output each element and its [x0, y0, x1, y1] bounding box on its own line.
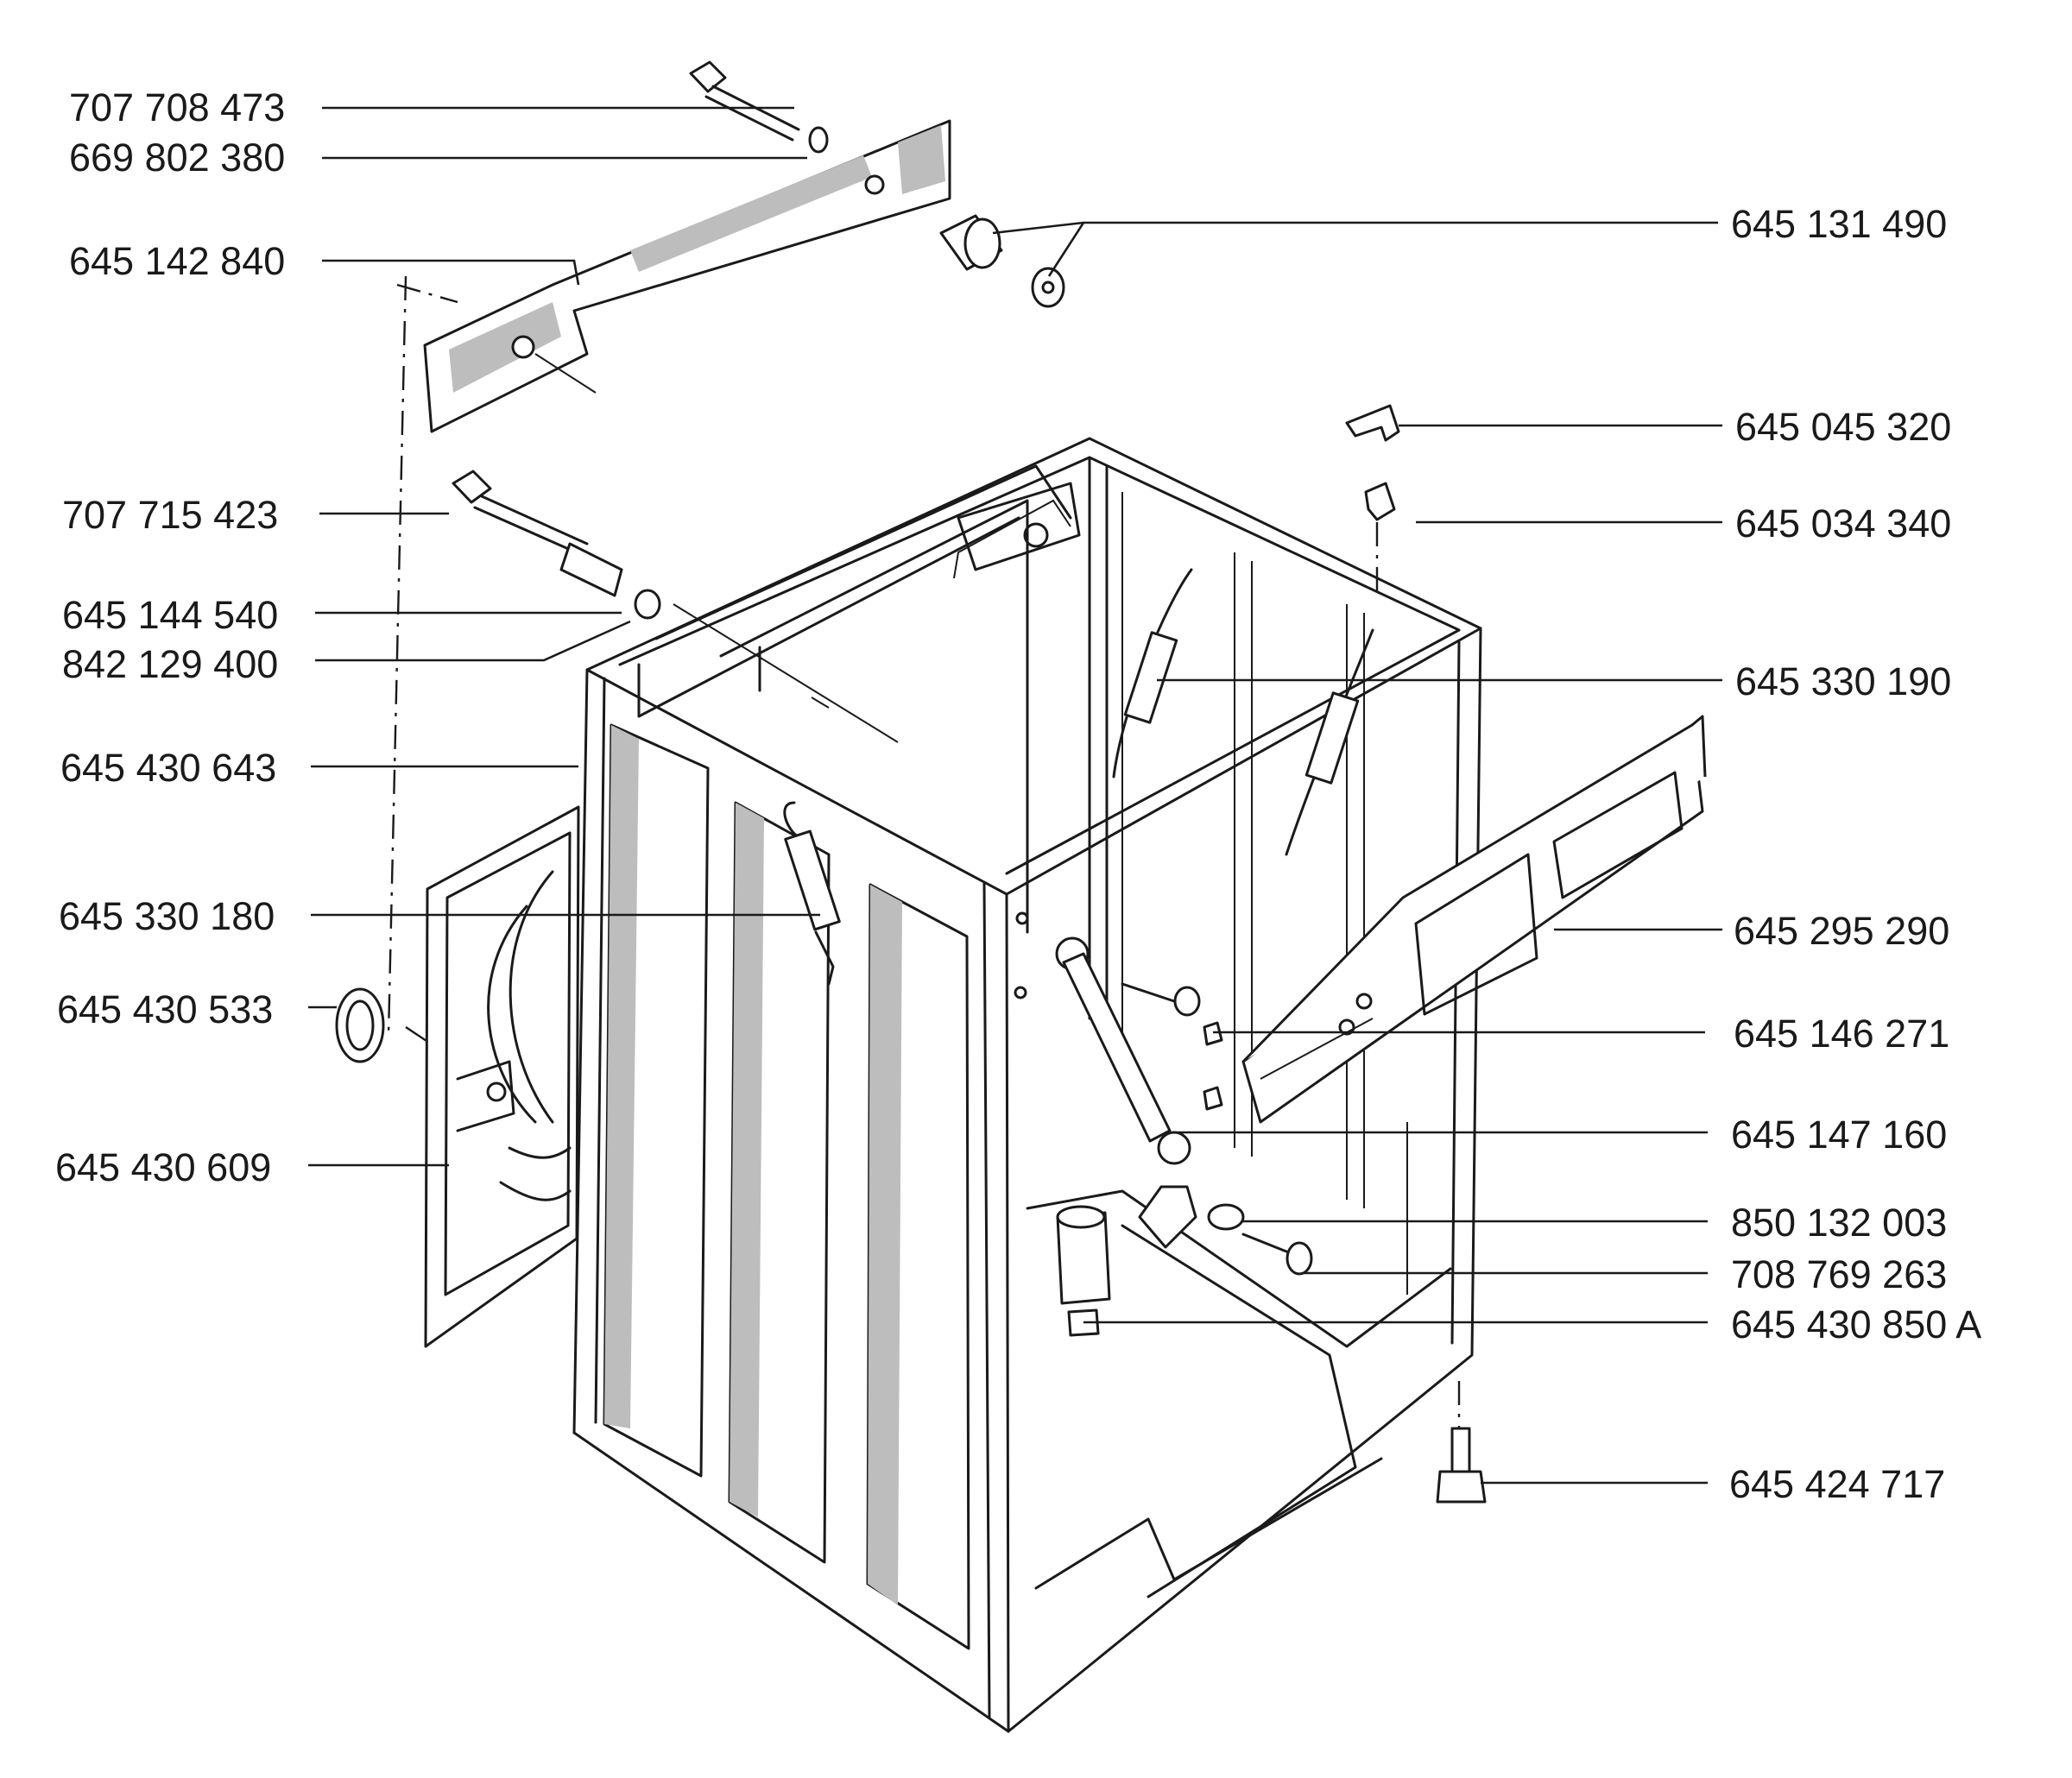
shock-absorber — [1055, 936, 1223, 1165]
part-label: 645 147 160 — [1731, 1113, 1947, 1157]
part-label: 645 131 490 — [1731, 202, 1947, 246]
clip-part-2 — [1364, 482, 1396, 596]
spring-right-1 — [1112, 568, 1193, 779]
assembly-axis-line — [387, 275, 407, 1037]
part-label: 645 430 850 A — [1731, 1302, 1981, 1346]
side-panel — [424, 805, 580, 1348]
part-labels: 707 708 473 669 802 380 645 142 840 707 … — [55, 85, 1981, 1506]
control-panel — [1241, 715, 1707, 1124]
part-label: 708 769 263 — [1731, 1252, 1947, 1296]
spring-right-2 — [1285, 628, 1374, 856]
spring-left — [783, 801, 841, 986]
part-label: 842 129 400 — [62, 642, 278, 686]
part-label: 850 132 003 — [1731, 1201, 1947, 1245]
part-label: 645 430 643 — [60, 746, 276, 790]
part-label: 645 045 320 — [1735, 405, 1951, 449]
top-cross-brace — [423, 119, 951, 433]
part-label: 645 330 180 — [59, 894, 275, 938]
part-label: 645 295 290 — [1734, 909, 1949, 953]
part-label: 669 802 380 — [69, 136, 285, 180]
clip-part-1 — [1345, 404, 1400, 442]
part-label: 645 430 609 — [55, 1145, 271, 1189]
seal-ring — [335, 987, 385, 1063]
cabinet-frame — [572, 437, 1482, 1733]
bolt-top — [689, 60, 829, 154]
bracket-and-pad — [1138, 1185, 1313, 1276]
screw-foot — [1436, 1381, 1487, 1504]
part-label: 645 330 190 — [1735, 659, 1951, 703]
part-label: 707 708 473 — [69, 85, 285, 129]
leader-lines — [308, 106, 1722, 1485]
part-label: 645 424 717 — [1729, 1462, 1945, 1506]
bearing-part — [939, 214, 1065, 308]
part-label: 645 146 271 — [1734, 1012, 1949, 1056]
part-label: 645 144 540 — [62, 593, 278, 637]
part-label: 707 715 423 — [62, 493, 278, 537]
foot-part — [1056, 1205, 1111, 1337]
part-label: 645 034 340 — [1735, 501, 1951, 545]
part-label: 645 430 533 — [57, 987, 273, 1031]
part-label: 645 142 840 — [69, 239, 285, 283]
bolt-left — [452, 470, 661, 620]
